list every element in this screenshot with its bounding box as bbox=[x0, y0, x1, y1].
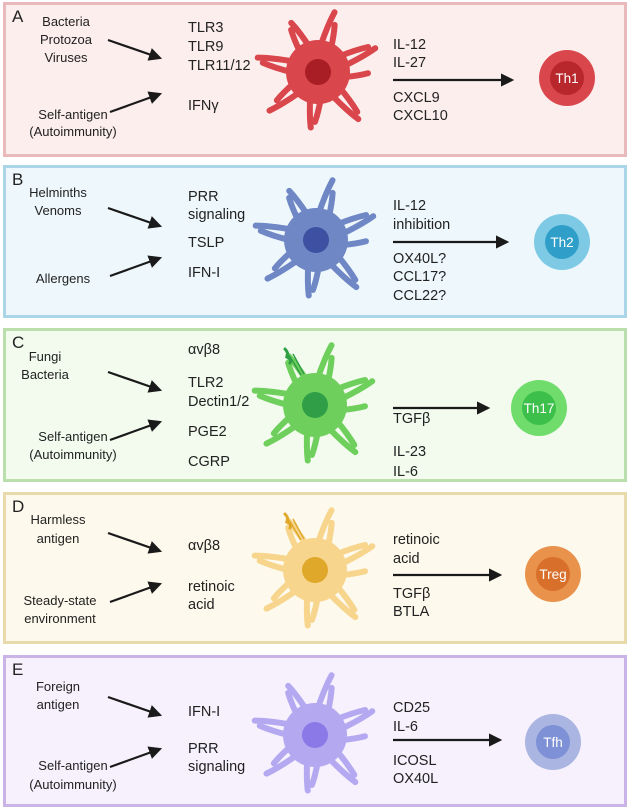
signal-label: signaling bbox=[188, 207, 246, 223]
stimulus-label: Protozoa bbox=[39, 32, 93, 47]
signal-label: IFNγ bbox=[188, 98, 219, 114]
stimulus-label: (Autoimmunity) bbox=[29, 447, 117, 462]
signal-label: retinoic bbox=[188, 579, 235, 595]
signal-label: PRR bbox=[188, 741, 219, 757]
signal-label: TLR9 bbox=[188, 39, 224, 55]
arrow bbox=[107, 38, 163, 61]
output-label: ICOSL bbox=[393, 753, 437, 769]
output-label: TGFβ bbox=[393, 411, 431, 427]
t-cell-th1: Th1 bbox=[539, 50, 595, 106]
t-cell-label: Th1 bbox=[550, 61, 584, 95]
output-label: acid bbox=[393, 551, 420, 567]
output-label: BTLA bbox=[393, 604, 430, 620]
dendritic-cell-icon bbox=[251, 342, 376, 464]
panel-label: D bbox=[12, 497, 25, 516]
stimulus-label: Allergens bbox=[35, 271, 91, 286]
output-label: CD25 bbox=[393, 700, 431, 716]
t-cell-th2: Th2 bbox=[534, 214, 590, 270]
output-label: OX40L? bbox=[393, 251, 447, 267]
panel-label: E bbox=[12, 660, 24, 679]
output-label: IL-12 bbox=[393, 37, 427, 53]
arrow bbox=[109, 746, 163, 769]
signal-label: acid bbox=[188, 597, 215, 613]
output-label: IL-6 bbox=[393, 464, 418, 480]
output-label: IL-6 bbox=[393, 719, 418, 735]
stimulus-label: Steady-state bbox=[23, 593, 97, 608]
stimulus-label: antigen bbox=[36, 531, 80, 546]
output-label: CXCL10 bbox=[393, 108, 448, 124]
signal-label: TLR11/12 bbox=[188, 58, 251, 74]
output-label: OX40L bbox=[393, 771, 439, 787]
panel-label: B bbox=[12, 170, 24, 189]
signal-label: PGE2 bbox=[188, 424, 227, 440]
stimulus-label: Viruses bbox=[44, 50, 88, 65]
signal-label: CGRP bbox=[188, 454, 230, 470]
dendritic-cell-icon bbox=[251, 507, 376, 629]
stimulus-label: environment bbox=[24, 611, 96, 626]
stimulus-label: Harmless bbox=[30, 512, 86, 527]
stimulus-label: Venoms bbox=[34, 203, 82, 218]
signal-label: PRR bbox=[188, 189, 219, 205]
arrow bbox=[107, 206, 163, 229]
stimulus-label: Bacteria bbox=[42, 14, 90, 29]
arrow bbox=[107, 370, 163, 393]
output-label: TGFβ bbox=[393, 586, 431, 602]
signal-label: TSLP bbox=[188, 235, 225, 251]
panel-label: C bbox=[12, 333, 25, 352]
output-label: IL-12 bbox=[393, 198, 427, 214]
stimulus-label: (Autoimmunity) bbox=[29, 777, 117, 792]
signal-label: IFN-I bbox=[188, 704, 221, 720]
signal-label: signaling bbox=[188, 759, 246, 775]
stimulus-label: Foreign bbox=[35, 679, 81, 694]
signal-label: Dectin1/2 bbox=[188, 394, 250, 410]
signal-label: TLR3 bbox=[188, 20, 224, 36]
t-cell-label: Tfh bbox=[536, 725, 570, 759]
stimulus-label: Bacteria bbox=[21, 367, 69, 382]
arrow bbox=[109, 255, 163, 278]
signal-label: αvβ8 bbox=[188, 342, 221, 358]
t-cell-treg: Treg bbox=[525, 546, 581, 602]
stimulus-label: Self-antigen bbox=[38, 429, 108, 444]
arrow bbox=[109, 91, 163, 114]
dendritic-cell-icon bbox=[254, 9, 379, 131]
arrow bbox=[109, 419, 163, 442]
stimulus-label: Helminths bbox=[29, 185, 87, 200]
dendritic-cell-icon bbox=[252, 177, 377, 299]
stimulus-label: Fungi bbox=[28, 349, 62, 364]
stimulus-label: antigen bbox=[36, 697, 80, 712]
t-cell-tfh: Tfh bbox=[525, 714, 581, 770]
t-cell-label: Th17 bbox=[522, 391, 556, 425]
signal-label: αvβ8 bbox=[188, 538, 221, 554]
output-label: inhibition bbox=[393, 217, 451, 233]
output-label: CXCL9 bbox=[393, 90, 440, 106]
arrow bbox=[107, 695, 163, 718]
output-label: IL-27 bbox=[393, 55, 427, 71]
stimulus-label: Self-antigen bbox=[38, 758, 108, 773]
signal-label: TLR2 bbox=[188, 375, 224, 391]
t-cell-th17: Th17 bbox=[511, 380, 567, 436]
t-cell-label: Treg bbox=[536, 557, 570, 591]
output-label: retinoic bbox=[393, 532, 440, 548]
dendritic-cell-icon bbox=[251, 672, 376, 794]
stimulus-label: (Autoimmunity) bbox=[29, 124, 117, 139]
output-label: CCL17? bbox=[393, 269, 447, 285]
stimulus-label: Self-antigen bbox=[38, 107, 108, 122]
arrow bbox=[109, 581, 163, 604]
output-label: CCL22? bbox=[393, 288, 447, 304]
t-cell-label: Th2 bbox=[545, 225, 579, 259]
output-label: IL-23 bbox=[393, 444, 427, 460]
signal-label: IFN-I bbox=[188, 265, 221, 281]
panel-label: A bbox=[12, 7, 24, 26]
arrow bbox=[107, 531, 163, 554]
